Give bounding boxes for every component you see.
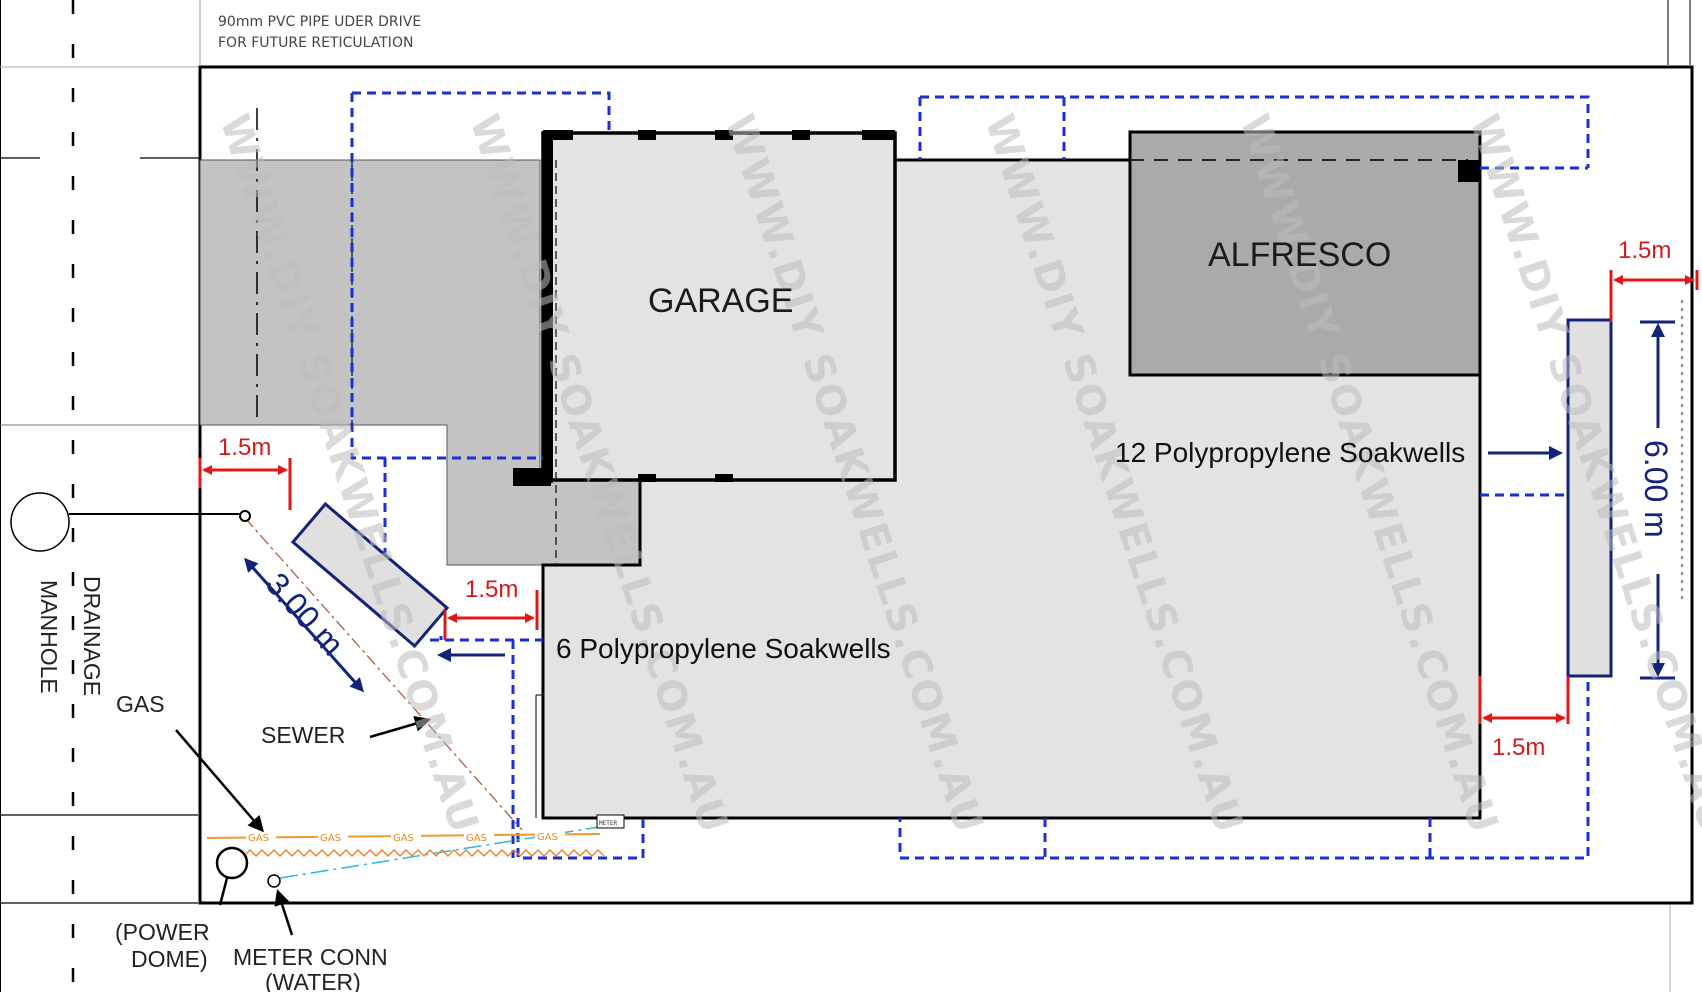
water-meter-circle — [267, 874, 281, 888]
meter-conn-label-line2: (WATER) — [265, 969, 361, 992]
water-line — [279, 825, 606, 879]
meter-box — [596, 814, 625, 829]
garage-door-markers — [513, 130, 895, 486]
manhole-label: MANHOLE — [36, 580, 62, 694]
gas-label: GAS — [116, 691, 165, 717]
soakwells-12-label: 12 Polypropylene Soakwells — [1115, 437, 1465, 468]
left-setback-dimension: 1.5m — [218, 434, 271, 461]
alfresco-area — [1128, 130, 1482, 377]
meter-conn-label-line1: METER CONN — [233, 944, 388, 970]
power-dome-circle — [215, 846, 249, 880]
drainage-manhole-circle — [10, 492, 70, 552]
gas-marker-3: GAS — [393, 833, 414, 844]
gas-marker-1: GAS — [248, 833, 269, 844]
callout-arrows — [175, 715, 431, 936]
power-dome-label-line1: (POWER — [115, 919, 210, 945]
setback-dimensions — [198, 270, 1699, 724]
large-trench-length: 6.00 m — [1638, 440, 1674, 538]
power-line — [231, 849, 605, 857]
right-top-setback-dimension: 1.5m — [1618, 237, 1671, 264]
sewer-junction — [239, 510, 251, 522]
gas-marker-2: GAS — [320, 833, 341, 844]
trench-dimensions — [244, 320, 1675, 693]
garage-label: GARAGE — [648, 282, 793, 320]
garage-block — [541, 131, 897, 482]
soakwells-6-label: 6 Polypropylene Soakwells — [556, 633, 891, 664]
sewer-label: SEWER — [261, 722, 345, 748]
power-dome-label-line2: DOME) — [131, 946, 208, 972]
mid-setback-dimension: 1.5m — [465, 576, 518, 603]
downpipe-marker — [1458, 160, 1480, 182]
meter-box-label: METER — [599, 820, 617, 827]
drainage-label: DRAINAGE — [79, 576, 105, 696]
right-bottom-setback-dimension: 1.5m — [1492, 734, 1545, 761]
gas-marker-5: GAS — [537, 832, 558, 843]
pvc-pipe-note-line2: FOR FUTURE RETICULATION — [218, 35, 413, 51]
gas-marker-4: GAS — [466, 833, 487, 844]
soakwell-trench-12 — [1566, 318, 1613, 678]
gas-line-markers: GAS GAS GAS GAS GAS — [246, 830, 565, 844]
alfresco-label: ALFRESCO — [1208, 236, 1391, 274]
pvc-pipe-note-line1: 90mm PVC PIPE UDER DRIVE — [218, 14, 421, 30]
